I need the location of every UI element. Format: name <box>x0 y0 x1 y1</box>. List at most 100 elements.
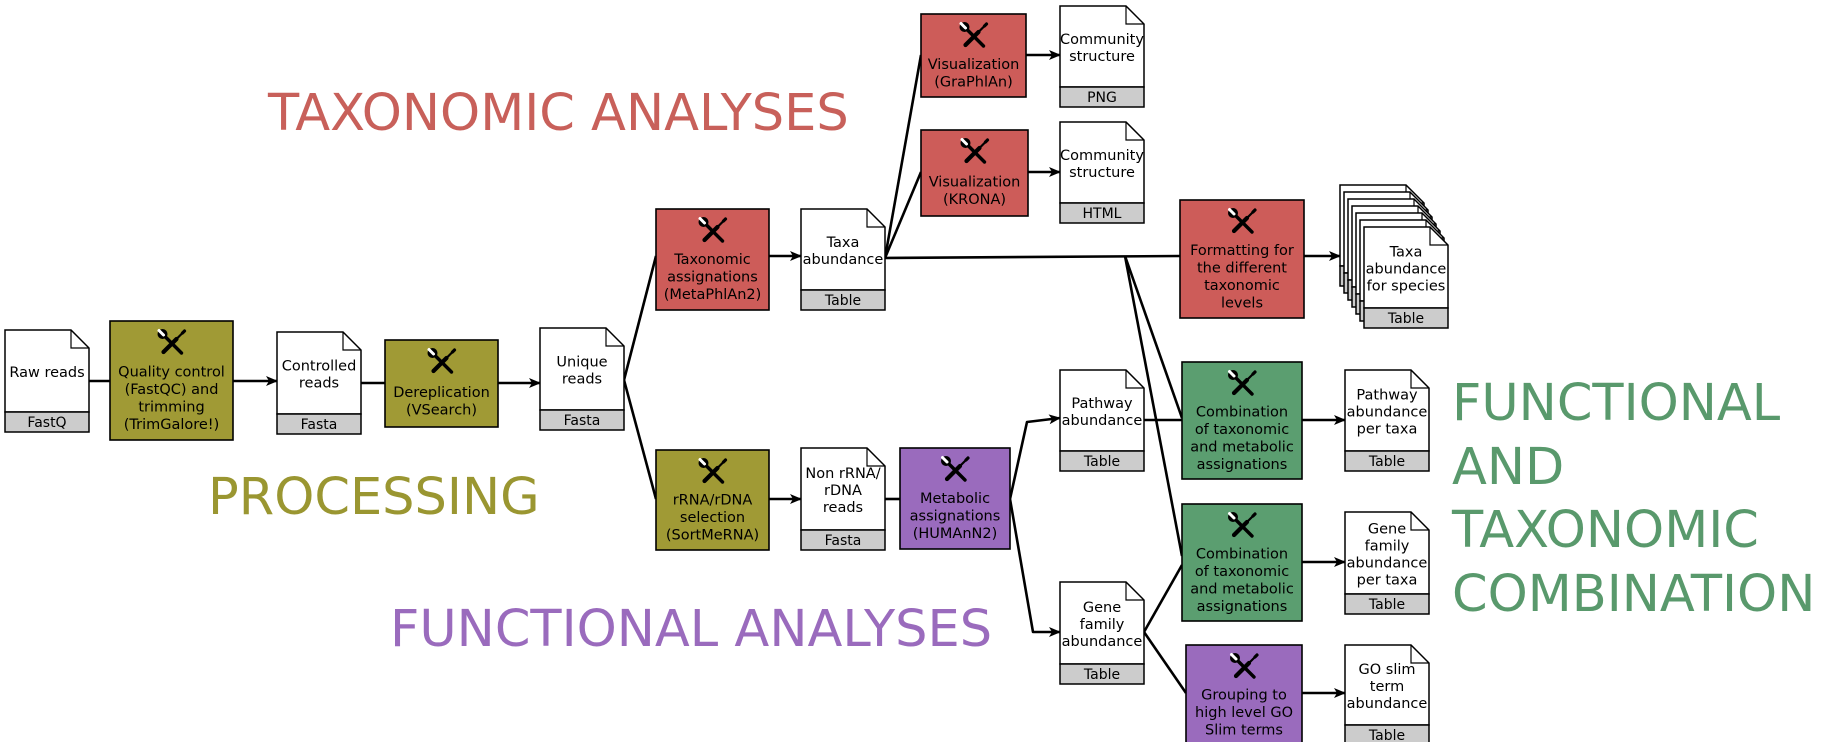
tool-label-line: Dereplication <box>393 385 490 401</box>
tool-label-line: Grouping to <box>1201 688 1287 704</box>
page-fold <box>1125 122 1144 141</box>
file-label-line: Taxa <box>826 235 860 251</box>
combination-heading-line: COMBINATION <box>1452 564 1816 624</box>
flow-edge <box>1142 631 1188 694</box>
tool-box <box>1181 361 1303 480</box>
edges-layer <box>89 50 1346 698</box>
flow-edge <box>1008 498 1061 637</box>
tool-label-line: and metabolic <box>1190 581 1294 597</box>
page-fold <box>70 330 89 349</box>
file-label-line: Community <box>1060 32 1144 48</box>
viz-krona-node: Visualization(KRONA) <box>920 129 1029 217</box>
file-label-line: GO slim <box>1359 662 1416 678</box>
file-format-label: Fasta <box>564 413 601 429</box>
file-label-line: abundance <box>1347 556 1428 572</box>
file-label-line: abundance <box>1062 634 1143 650</box>
format-footer <box>1344 450 1430 472</box>
file-label-line: Controlled <box>282 359 357 375</box>
file-format-label: Fasta <box>301 417 338 433</box>
file-label-line: rDNA <box>824 483 862 499</box>
flow-edge <box>1142 564 1184 633</box>
tool-label-line: assignations <box>667 270 758 286</box>
functional-taxonomic-combination-heading: FUNCTIONAL AND TAXONOMIC COMBINATION <box>1452 372 1815 626</box>
taxonomic-analyses-heading: TAXONOMIC ANALYSES <box>268 84 849 143</box>
tool-label-line: and metabolic <box>1190 439 1294 455</box>
file-label-line: Raw reads <box>9 365 84 381</box>
combination-heading-line: AND <box>1452 437 1565 497</box>
tool-label-line: assignations <box>1197 457 1288 473</box>
format-footer <box>276 413 362 435</box>
page-fold <box>1429 227 1448 246</box>
document-icon <box>4 329 90 413</box>
flow-edge <box>622 379 658 500</box>
tool-label-line: Formatting for <box>1190 243 1294 259</box>
document-icon <box>1059 369 1145 452</box>
tool-label-line: Visualization <box>928 57 1020 73</box>
document-icon <box>1344 511 1430 595</box>
file-label-line: Pathway <box>1071 396 1133 412</box>
file-format-label: HTML <box>1083 206 1122 222</box>
taxonomic-assignations-node: Taxonomic assignations(MetaPhlAn2) <box>655 208 770 311</box>
tool-label-line: (GraPhlAn) <box>934 74 1012 90</box>
tool-label-line: Taxonomic <box>673 252 751 268</box>
tool-label-line: Slim terms <box>1205 723 1283 739</box>
tool-label-line: of taxonomic <box>1195 422 1289 438</box>
file-label-line: Gene <box>1083 600 1121 616</box>
page-fold <box>1410 370 1429 389</box>
tool-label-line: Metabolic <box>920 491 990 507</box>
file-format-label: Table <box>1368 454 1405 470</box>
document-icon <box>1344 644 1430 726</box>
file-format-label: Table <box>824 293 861 309</box>
dereplication-node: Dereplication(VSearch) <box>384 339 499 428</box>
file-label-line: Pathway <box>1356 388 1418 404</box>
file-label-line: abundance <box>1366 262 1447 278</box>
flow-edge <box>1123 255 1184 419</box>
document-icon <box>800 208 886 291</box>
tool-label-line: selection <box>680 510 745 526</box>
page-fold <box>866 209 885 228</box>
format-footer <box>800 529 886 551</box>
tool-label-line: (MetaPhlAn2) <box>664 287 762 303</box>
file-format-label: FastQ <box>27 415 66 431</box>
file-label-line: structure <box>1069 49 1135 65</box>
file-label-line: structure <box>1069 165 1135 181</box>
flow-edge <box>622 255 658 381</box>
file-label-line: for species <box>1367 279 1446 295</box>
file-label-line: per taxa <box>1357 422 1418 438</box>
page-fold <box>1125 6 1144 25</box>
document-icon <box>1059 581 1145 665</box>
tool-box <box>920 129 1029 217</box>
file-label-line: term <box>1370 679 1404 695</box>
file-label-line: Non rRNA/ <box>805 466 880 482</box>
viz-graphlan-node: Visualization(GraPhlAn) <box>920 13 1027 98</box>
format-footer <box>4 411 90 433</box>
document-icon <box>800 447 886 531</box>
page-fold <box>605 328 624 347</box>
tool-label-line: taxonomic <box>1204 278 1280 294</box>
format-footer <box>1059 86 1145 108</box>
format-footer <box>1059 663 1145 685</box>
processing-heading: PROCESSING <box>208 468 540 527</box>
page-fold <box>1410 645 1429 664</box>
tool-label-line: (KRONA) <box>943 192 1006 208</box>
tool-box <box>1181 503 1303 622</box>
tool-label-line: levels <box>1221 295 1263 311</box>
document-icon <box>1363 226 1449 309</box>
format-footer <box>539 409 625 431</box>
page-fold <box>866 448 885 467</box>
file-format-label: Table <box>1083 667 1120 683</box>
page-fold <box>1125 370 1144 389</box>
tool-label-line: high level GO <box>1195 705 1293 721</box>
